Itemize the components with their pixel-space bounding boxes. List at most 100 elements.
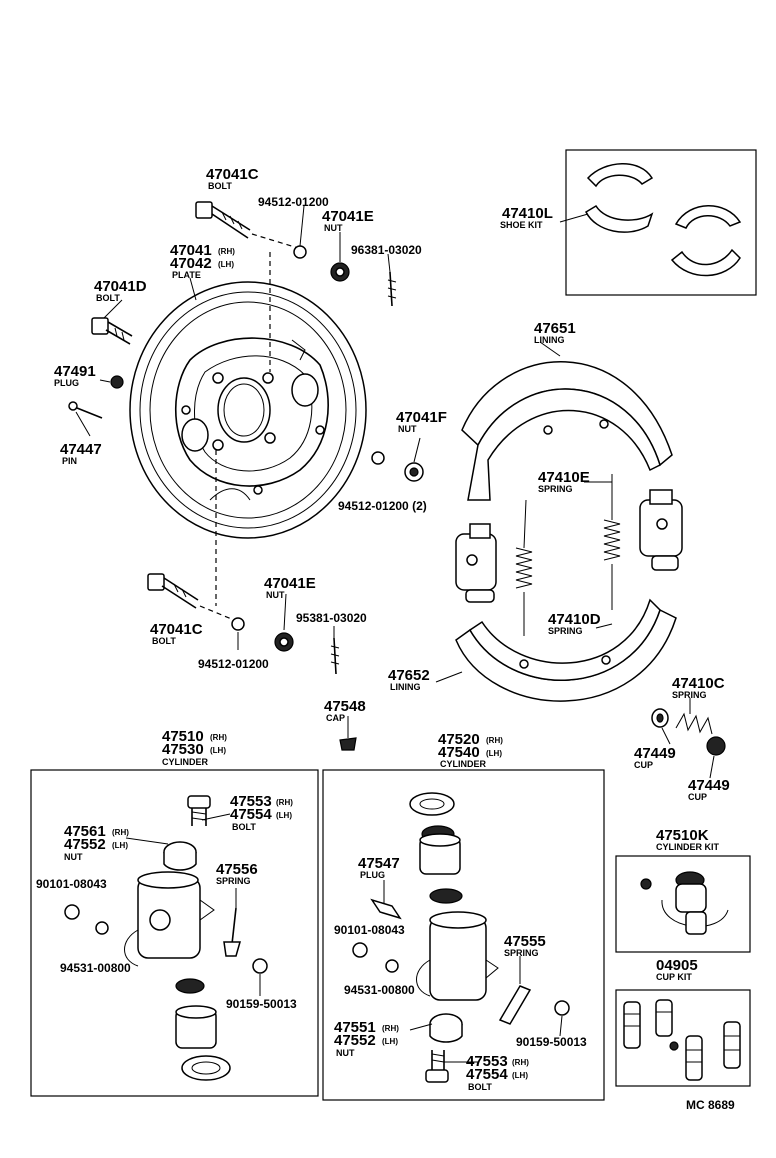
- label-47553-right: 47553: [466, 1053, 508, 1070]
- washer-bottom: [231, 617, 245, 631]
- svg-text:(RH): (RH): [276, 798, 293, 807]
- svg-text:(RH): (RH): [210, 733, 227, 742]
- svg-text:(LH): (LH): [276, 811, 292, 820]
- svg-text:47552: 47552: [64, 836, 106, 853]
- label-47041c-bottom: 47041C: [150, 621, 203, 638]
- label-47510k: 47510K: [656, 827, 709, 844]
- cap-47548: [339, 737, 357, 751]
- label-90159-right: 90159-50013: [516, 1035, 587, 1049]
- svg-text:(LH): (LH): [218, 260, 234, 269]
- nut-47041f: [404, 462, 424, 482]
- label-95381-bottom: 95381-03020: [296, 611, 367, 625]
- cylinder-kit-parts: [640, 871, 729, 935]
- svg-text:LINING: LINING: [390, 682, 421, 692]
- bolt-bottom-47041c: [147, 573, 199, 609]
- svg-text:CUP KIT: CUP KIT: [656, 972, 692, 982]
- svg-text:(LH): (LH): [512, 1071, 528, 1080]
- label-47548: 47548: [324, 698, 366, 715]
- footer-code: MC 8689: [686, 1098, 735, 1112]
- label-47553-left: 47553: [230, 793, 272, 810]
- cup-kit-box: [615, 989, 751, 1087]
- bolt-47553-right: [425, 1050, 449, 1083]
- label-47561: 47561: [64, 823, 106, 840]
- svg-text:SPRING: SPRING: [538, 484, 573, 494]
- label-47410l: 47410L: [502, 205, 553, 222]
- spring-47555: [498, 985, 532, 1025]
- bolt-top-47041c: [195, 201, 251, 239]
- nut-bottom-47041e: [274, 632, 294, 652]
- stud-bottom-95381: [330, 637, 340, 675]
- washer-top: [293, 245, 307, 259]
- svg-text:CAP: CAP: [326, 713, 345, 723]
- label-47041c-top: 47041C: [206, 166, 259, 183]
- label-94512-mid: 94512-01200 (2): [338, 499, 427, 513]
- svg-text:(LH): (LH): [112, 841, 128, 850]
- screw-90159-left: [252, 958, 268, 974]
- svg-text:(RH): (RH): [486, 736, 503, 745]
- cylinder-box-right: [322, 769, 605, 1101]
- svg-text:BOLT: BOLT: [468, 1082, 492, 1092]
- label-47041e-bottom: 47041E: [264, 575, 316, 592]
- seal-left-a: [175, 978, 205, 994]
- cup-47449-b: [706, 736, 726, 756]
- spring-47410e: [515, 474, 621, 636]
- label-90159-left: 90159-50013: [226, 997, 297, 1011]
- svg-text:BOLT: BOLT: [152, 636, 176, 646]
- label-47041: 47041: [170, 242, 212, 259]
- leader-lines: [75, 205, 715, 1063]
- label-47556: 47556: [216, 861, 258, 878]
- svg-text:(RH): (RH): [218, 247, 235, 256]
- bolt-47041d: [91, 317, 133, 345]
- spring-47556: [223, 907, 241, 957]
- svg-text:SPRING: SPRING: [216, 876, 251, 886]
- boot-left: [181, 1055, 231, 1081]
- svg-text:CYLINDER: CYLINDER: [440, 759, 487, 769]
- piston-left: [175, 1005, 217, 1049]
- cylinder-box-left: [30, 769, 319, 1097]
- bolt-47553-left: [187, 795, 211, 826]
- svg-text:PLUG: PLUG: [360, 870, 385, 880]
- left-cylinder-parts: [64, 795, 268, 1081]
- svg-text:47530: 47530: [162, 741, 204, 758]
- label-90101-right: 90101-08043: [334, 923, 405, 937]
- svg-text:47540: 47540: [438, 744, 480, 761]
- svg-text:CUP: CUP: [634, 760, 653, 770]
- label-47410c: 47410C: [672, 675, 725, 692]
- svg-text:BOLT: BOLT: [232, 822, 256, 832]
- bleeder-90101-left: [64, 904, 80, 920]
- label-96381-top: 96381-03020: [351, 243, 422, 257]
- label-47041f: 47041F: [396, 409, 447, 426]
- svg-text:CUP: CUP: [688, 792, 707, 802]
- wheel-cylinder-right-assembled: [639, 489, 683, 571]
- svg-text:NUT: NUT: [266, 590, 285, 600]
- svg-text:SPRING: SPRING: [548, 626, 583, 636]
- label-47547: 47547: [358, 855, 400, 872]
- svg-text:SHOE KIT: SHOE KIT: [500, 220, 543, 230]
- svg-text:47552: 47552: [334, 1032, 376, 1049]
- plug-47547: [370, 898, 402, 920]
- svg-text:(RH): (RH): [512, 1058, 529, 1067]
- screw-90159-right: [554, 1000, 570, 1016]
- cylinder-kit-box: [615, 855, 751, 953]
- pin-47447: [68, 401, 103, 419]
- svg-text:(RH): (RH): [112, 828, 129, 837]
- label-94531-left: 94531-00800: [60, 961, 131, 975]
- brake-shoe-lower: [455, 598, 677, 702]
- wheel-cylinder-left-assembled: [455, 523, 497, 603]
- label-47555: 47555: [504, 933, 546, 950]
- label-47651: 47651: [534, 320, 576, 337]
- svg-text:47042: 47042: [170, 255, 212, 272]
- cylinder-body-left: [124, 871, 215, 967]
- svg-text:NUT: NUT: [324, 223, 343, 233]
- washer-94531-left: [95, 921, 109, 935]
- shoe-kit-box: [565, 149, 757, 296]
- cylinder-body-right: [416, 911, 499, 1001]
- cup-47449-a: [651, 708, 669, 728]
- label-90101-left: 90101-08043: [36, 877, 107, 891]
- label-04905: 04905: [656, 957, 698, 974]
- svg-text:NUT: NUT: [64, 852, 83, 862]
- svg-text:LINING: LINING: [534, 335, 565, 345]
- label-47449-a: 47449: [634, 745, 676, 762]
- seal-right-b: [429, 888, 463, 904]
- label-47410d: 47410D: [548, 611, 601, 628]
